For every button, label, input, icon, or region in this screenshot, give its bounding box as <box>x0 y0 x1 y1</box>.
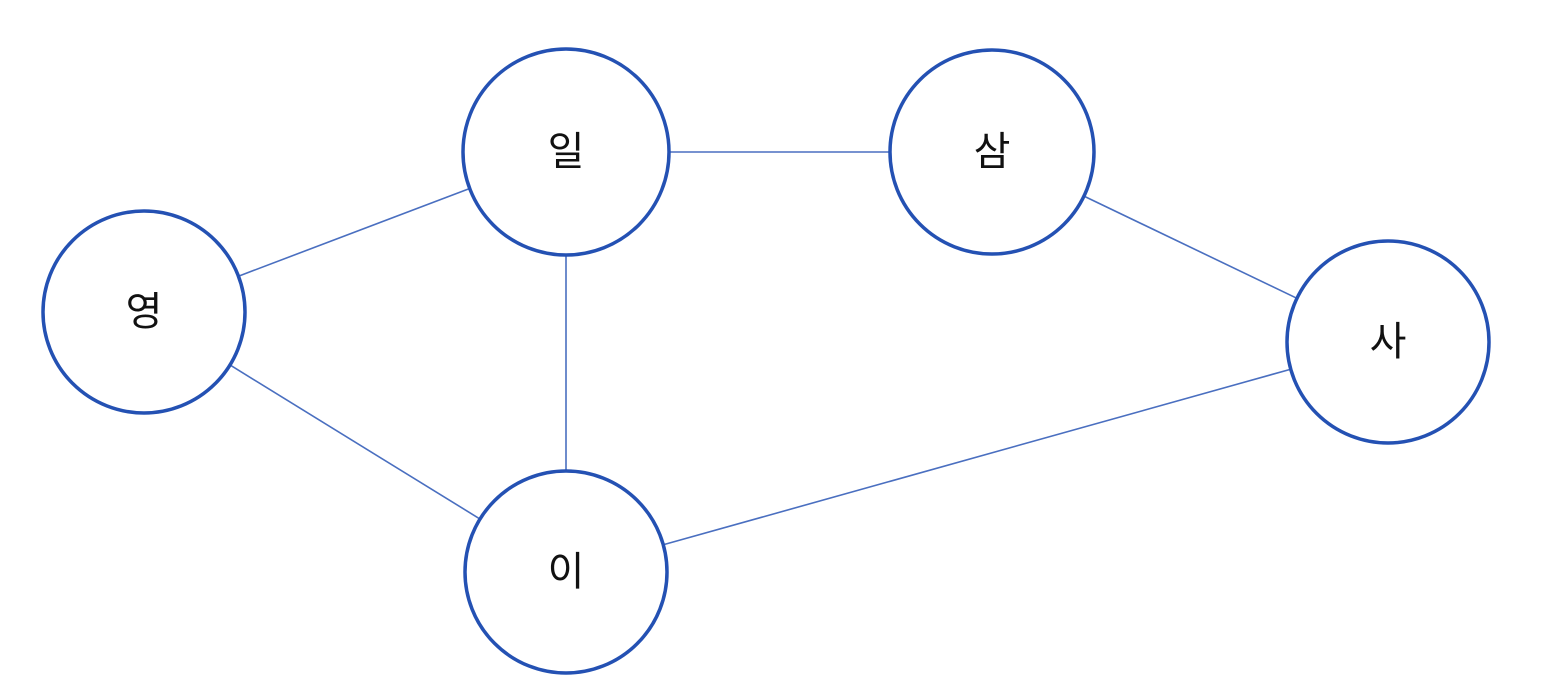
node-circle <box>461 47 671 257</box>
node-circle <box>888 48 1096 256</box>
node-n4: 사 <box>1285 239 1491 445</box>
node-n1: 일 <box>461 47 671 257</box>
node-circle <box>1285 239 1491 445</box>
edge-이-사 <box>663 368 1291 546</box>
node-label: 이 <box>548 549 585 595</box>
node-label: 삼 <box>974 129 1011 175</box>
node-n3: 삼 <box>888 48 1096 256</box>
edges-layer <box>229 151 1298 546</box>
edge-영-일 <box>238 187 470 277</box>
node-n0: 영 <box>41 209 247 415</box>
edge-영-이 <box>229 364 481 520</box>
node-label: 영 <box>126 289 163 335</box>
nodes-layer: 영 일이 삼사 <box>41 47 1491 675</box>
node-circle <box>463 469 669 675</box>
node-n2: 이 <box>463 469 669 675</box>
node-circle <box>41 209 247 415</box>
node-label: 일 <box>548 129 585 175</box>
edge-삼-사 <box>1083 195 1298 300</box>
node-label: 사 <box>1370 319 1407 365</box>
